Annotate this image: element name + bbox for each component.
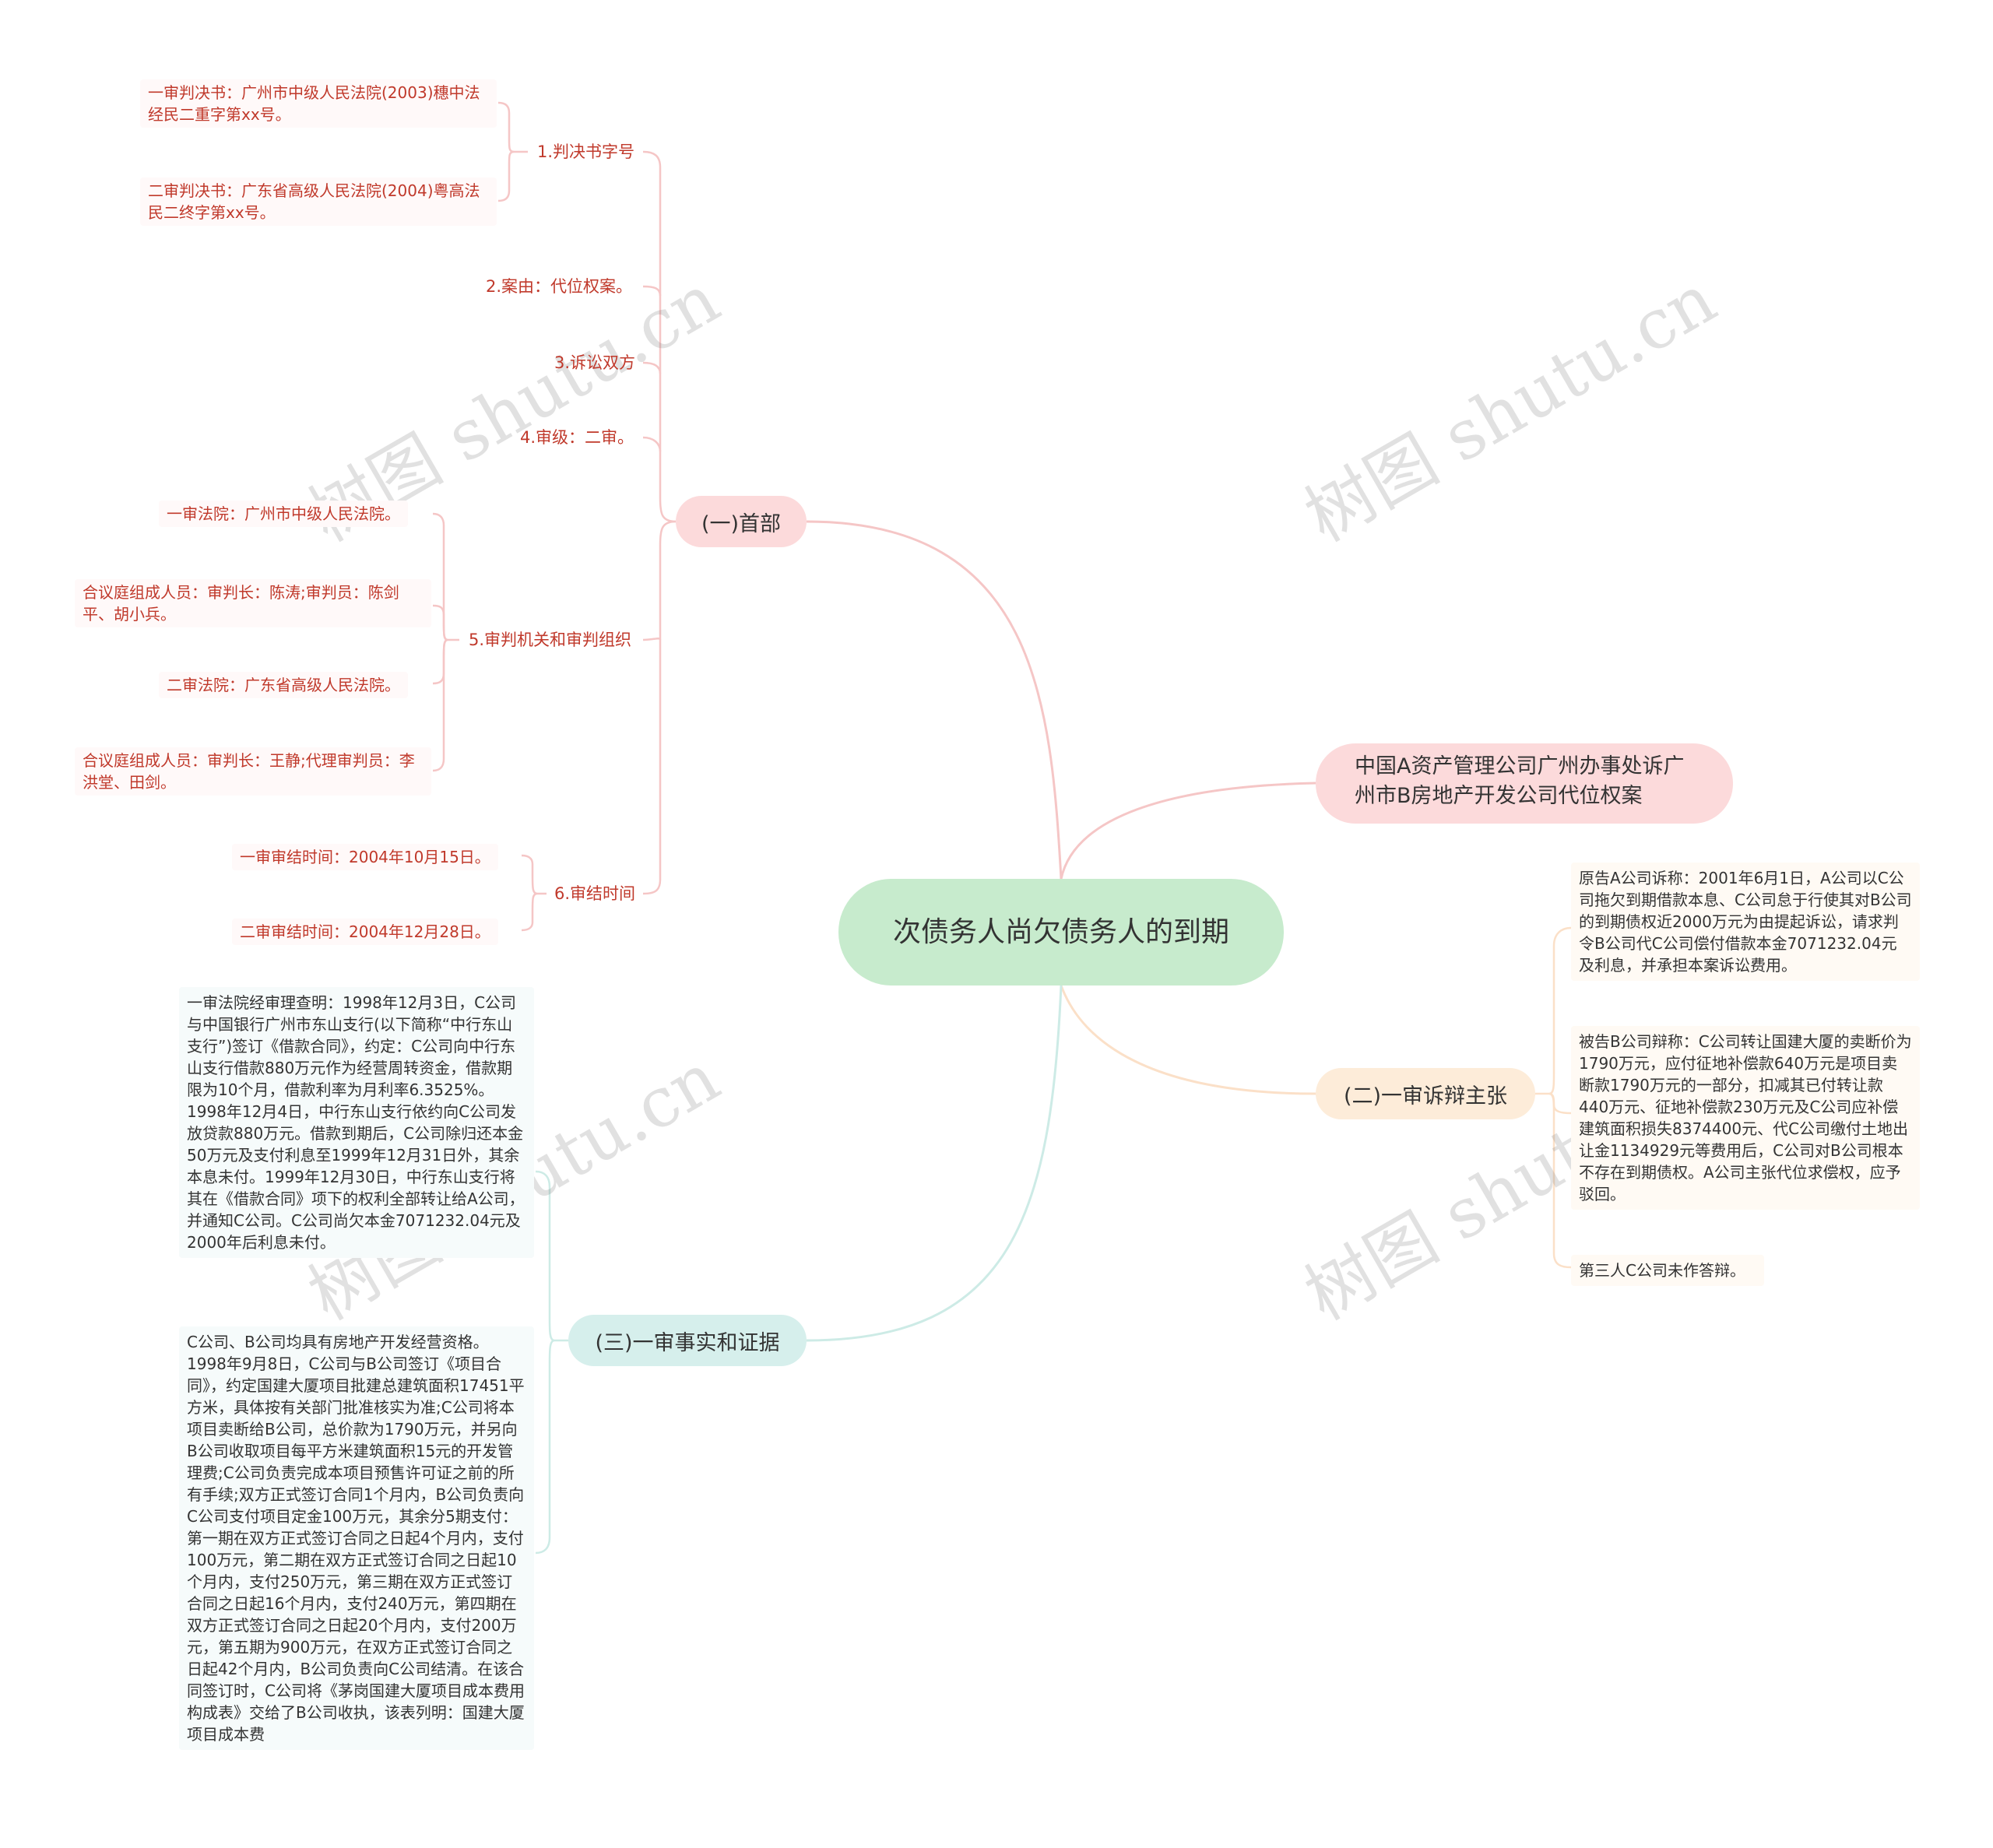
loan-facts-box[interactable]: 一审法院经审理查明：1998年12月3日，C公司与中国银行广州市东山支行(以下简… (179, 987, 534, 1258)
cause-node[interactable]: 2.案由：代位权案。 (486, 277, 633, 296)
branch-first-instance-facts[interactable]: (三)一审事实和证据 (568, 1315, 807, 1366)
case-title-node[interactable]: 中国A资产管理公司广州办事处诉广州市B房地产开发公司代位权案 (1316, 743, 1733, 824)
defendant-defense-box[interactable]: 被告B公司辩称：C公司转让国建大厦的卖断价为1790万元，应付征地补偿款640万… (1571, 1026, 1920, 1210)
second-panel-leaf[interactable]: 合议庭组成人员：审判长：王静;代理审判员：李洪堂、田剑。 (75, 747, 431, 796)
branch-first-instance-claims[interactable]: (二)一审诉辩主张 (1316, 1068, 1535, 1119)
first-conclusion-leaf[interactable]: 一审审结时间：2004年10月15日。 (232, 844, 498, 870)
first-court-leaf[interactable]: 一审法院：广州市中级人民法院。 (159, 501, 408, 527)
first-judgment-leaf[interactable]: 一审判决书：广州市中级人民法院(2003)穗中法经民二重字第xx号。 (140, 79, 497, 128)
central-topic[interactable]: 次债务人尚欠债务人的到期 (838, 879, 1284, 985)
second-judgment-leaf[interactable]: 二审判决书：广东省高级人民法院(2004)粤高法民二终字第xx号。 (140, 177, 497, 226)
instance-level-node[interactable]: 4.审级：二审。 (520, 428, 634, 447)
project-contract-box[interactable]: C公司、B公司均具有房地产开发经营资格。1998年9月8日，C公司与B公司签订《… (179, 1326, 534, 1750)
second-conclusion-leaf[interactable]: 二审审结时间：2004年12月28日。 (232, 919, 498, 945)
parties-node[interactable]: 3.诉讼双方 (554, 353, 636, 372)
branch-header-section[interactable]: (一)首部 (676, 496, 807, 547)
first-panel-leaf[interactable]: 合议庭组成人员：审判长：陈涛;审判员：陈剑平、胡小兵。 (75, 579, 431, 627)
judgment-number-node[interactable]: 1.判决书字号 (537, 142, 635, 161)
court-organization-node[interactable]: 5.审判机关和审判组织 (469, 631, 632, 649)
conclusion-time-node[interactable]: 6.审结时间 (554, 884, 636, 903)
second-court-leaf[interactable]: 二审法院：广东省高级人民法院。 (159, 672, 408, 698)
third-party-box[interactable]: 第三人C公司未作答辩。 (1571, 1255, 1764, 1286)
plaintiff-claim-box[interactable]: 原告A公司诉称：2001年6月1日，A公司以C公司拖欠到期借款本息、C公司怠于行… (1571, 863, 1920, 981)
